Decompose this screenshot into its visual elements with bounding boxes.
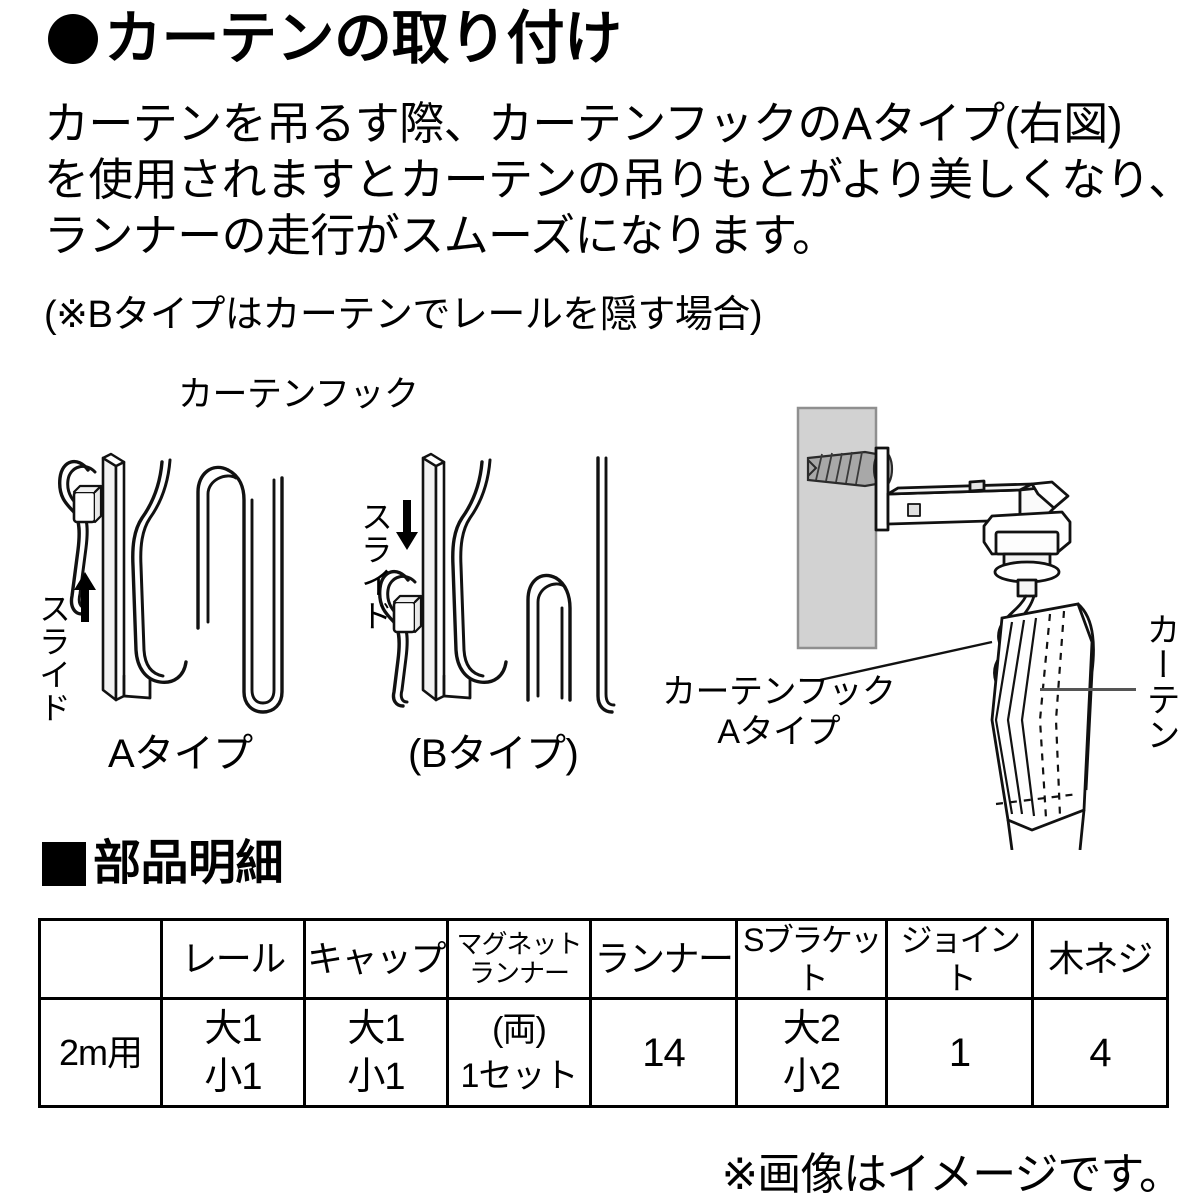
filled-circle-bullet-icon <box>48 14 98 64</box>
curtain-hook-illustrations <box>58 452 616 714</box>
caption-b-type: (Bタイプ) <box>408 732 579 776</box>
table-header-wood-screw: 木ネジ <box>1031 918 1169 1000</box>
table-cell-wood-screw: 4 <box>1031 997 1169 1108</box>
table-cell-magnet-runner-line1: (両) <box>492 1010 547 1049</box>
table-cell-s-bracket-line1: 大2 <box>782 1007 841 1050</box>
table-header-blank <box>38 918 163 1000</box>
curtain-fabric <box>990 602 1095 850</box>
parts-section-title: 部品明細 <box>42 837 284 890</box>
table-cell-s-bracket: 大2 小2 <box>735 997 888 1108</box>
parts-detail-table: レール キャップ マグネット ランナー ランナー Sブラケット ジョイント 木ネ… <box>38 918 1169 1108</box>
table-cell-runner: 14 <box>589 997 738 1108</box>
bracket-hook-label-line1: カーテンフック <box>662 673 896 711</box>
table-header-runner: ランナー <box>589 918 738 1000</box>
wall-bracket-illustration <box>796 406 1095 850</box>
intro-line-2: を使用されますとカーテンの吊りもとがより美しくなり、 <box>44 154 1193 205</box>
slide-down-arrow-icon <box>396 500 418 550</box>
leader-line-curtain <box>1040 688 1136 691</box>
intro-note: (※Bタイプはカーテンでレールを隠す場合) <box>44 294 763 336</box>
intro-paragraph: カーテンを吊るす際、カーテンフックのAタイプ(右図) を使用されますとカーテンの… <box>44 96 1193 264</box>
table-cell-row-label: 2m用 <box>38 997 163 1108</box>
table-row: 2m用 大1 小1 大1 小1 (両) 1セット 14 大2 小2 <box>38 997 1169 1108</box>
parts-section-title-text: 部品明細 <box>93 837 284 890</box>
wall-panel <box>796 406 878 650</box>
table-cell-joint: 1 <box>885 997 1034 1108</box>
table-cell-rail-line2: 小1 <box>204 1055 262 1098</box>
caption-a-type: Aタイプ <box>108 732 253 776</box>
table-header-magnet-runner-line2: ランナー <box>468 958 570 988</box>
bracket-hook-label-line2: Aタイプ <box>717 713 841 751</box>
curtain-label: カーテン <box>1141 612 1179 752</box>
bracket-hook-label: カーテンフック Aタイプ <box>662 672 896 752</box>
leader-line-hook <box>819 640 993 682</box>
intro-line-3: ランナーの走行がスムーズになります。 <box>44 210 837 261</box>
table-cell-magnet-runner-line2: 1セット <box>460 1056 579 1095</box>
intro-line-1: カーテンを吊るす際、カーテンフックのAタイプ(右図) <box>44 98 1123 149</box>
table-cell-magnet-runner: (両) 1セット <box>446 997 592 1108</box>
rail-cross-section <box>982 510 1072 598</box>
table-cell-cap-line2: 小1 <box>347 1055 405 1098</box>
table-header-s-bracket: Sブラケット <box>735 918 888 1000</box>
image-disclaimer: ※画像はイメージです。 <box>721 1150 1183 1199</box>
page-title: カーテンの取り付け <box>48 8 622 70</box>
table-header-rail: レール <box>160 918 306 1000</box>
table-header-row: レール キャップ マグネット ランナー ランナー Sブラケット ジョイント 木ネ… <box>38 918 1169 1000</box>
bracket-wall-plate <box>874 446 890 532</box>
slide-label-a-type: スライド <box>35 592 71 724</box>
table-cell-rail: 大1 小1 <box>160 997 306 1108</box>
hook-figure-title: カーテンフック <box>178 375 419 414</box>
slide-up-arrow-icon <box>74 572 96 622</box>
table-header-magnet-runner-line1: マグネット <box>456 929 582 959</box>
page-title-text: カーテンの取り付け <box>104 6 622 71</box>
table-cell-s-bracket-line2: 小2 <box>782 1055 841 1098</box>
table-cell-cap-line1: 大1 <box>347 1007 405 1050</box>
table-header-joint: ジョイント <box>885 918 1034 1000</box>
table-cell-rail-line1: 大1 <box>204 1007 262 1050</box>
slide-label-b-type: スライド <box>357 500 393 632</box>
table-cell-cap: 大1 小1 <box>303 997 449 1108</box>
table-header-cap: キャップ <box>303 918 449 1000</box>
table-header-magnet-runner: マグネット ランナー <box>446 918 592 1000</box>
filled-square-bullet-icon <box>42 842 86 886</box>
